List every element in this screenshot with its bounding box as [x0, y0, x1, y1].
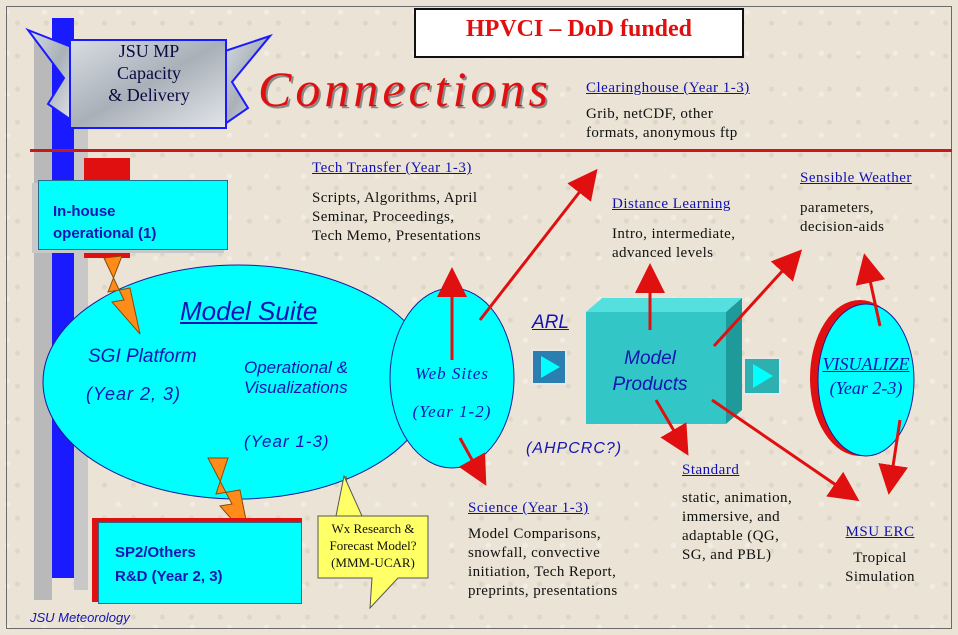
clearinghouse-block: Clearinghouse (Year 1-3) Grib, netCDF, o…: [586, 80, 750, 143]
standard-block: Standard static, animation, immersive, a…: [682, 462, 792, 565]
callout-pointer: [335, 474, 363, 517]
sp2-box: SP2/Others R&D (Year 2, 3): [98, 522, 302, 604]
title-box: [414, 8, 744, 58]
standard-line-3: adaptable (QG,: [682, 528, 780, 544]
sensible-weather-block: Sensible Weather parameters, decision-ai…: [800, 170, 912, 237]
sgi-years: (Year 2, 3): [86, 384, 182, 404]
operational-line-2: Visualizations: [244, 378, 348, 397]
callout-line-1: Wx Research &: [331, 521, 415, 536]
science-heading[interactable]: Science (Year 1-3): [468, 500, 589, 516]
web-sites-label: Web Sites: [414, 364, 489, 383]
sp2-line-2: R&D (Year 2, 3): [115, 568, 223, 585]
connections-heading: Connections: [258, 61, 552, 117]
standard-line-2: immersive, and: [682, 509, 781, 525]
msu-erc-line-1: Tropical: [853, 550, 907, 566]
slide-frame: [6, 6, 952, 629]
tech-transfer-line-1: Scripts, Algorithms, April: [312, 190, 478, 206]
visualize-years: (Year 2-3): [829, 378, 903, 398]
distance-learning-block: Distance Learning Intro, intermediate, a…: [612, 196, 735, 263]
banner-shape: [25, 27, 273, 129]
title-text: HPVCI – DoD funded: [465, 16, 693, 42]
banner-text: JSU MP Capacity & Delivery: [74, 40, 224, 106]
arrow-clearinghouse: [478, 168, 598, 321]
arrow-visualize-up: [855, 253, 886, 327]
callout-line-3: (MMM-UCAR): [331, 555, 415, 570]
lightning-bolt-top: [103, 255, 141, 335]
visualize-arrow-icon: [753, 364, 773, 388]
model-products-front: [586, 312, 726, 424]
clearinghouse-line-1: Grib, netCDF, other: [586, 106, 714, 122]
inhouse-line-1: In-house: [53, 203, 116, 220]
model-products-top: [586, 298, 742, 312]
science-line-4: preprints, presentations: [468, 583, 618, 599]
callout-text: Wx Research & Forecast Model? (MMM-UCAR): [318, 520, 428, 571]
standard-line-4: SG, and PBL): [682, 547, 772, 563]
operational-line-1: Operational &: [244, 358, 348, 377]
tech-transfer-line-3: Tech Memo, Presentations: [312, 228, 481, 244]
msu-erc-line-2: Simulation: [845, 569, 915, 585]
inhouse-line-2: operational (1): [53, 225, 157, 242]
distance-learning-line-1: Intro, intermediate,: [612, 226, 736, 242]
operational-text: Operational & Visualizations: [244, 358, 348, 398]
web-sites-years: (Year 1-2): [412, 402, 492, 421]
arrow-science: [458, 437, 487, 486]
footer-label: JSU Meteorology: [30, 610, 130, 625]
banner-line-1: JSU MP: [118, 41, 180, 61]
callout-bubble: [317, 515, 429, 610]
science-line-3: initiation, Tech Report,: [468, 564, 617, 580]
sensible-weather-line-1: parameters,: [800, 200, 874, 216]
clearinghouse-line-2: formats, anonymous ftp: [586, 125, 738, 141]
science-line-2: snowfall, convective: [468, 545, 601, 561]
sgi-platform: SGI Platform: [88, 346, 197, 367]
model-products-line-1: Model: [624, 348, 676, 369]
visualize-ellipse: [817, 303, 915, 457]
distance-learning-line-2: advanced levels: [612, 245, 714, 261]
standard-heading[interactable]: Standard: [682, 462, 740, 478]
msu-erc-heading[interactable]: MSU ERC: [845, 524, 915, 540]
visualize-label: VISUALIZE: [822, 354, 910, 374]
distance-learning-heading[interactable]: Distance Learning: [612, 196, 731, 212]
ahpcrc-label: (AHPCRC?): [526, 440, 623, 457]
divider-line: [30, 149, 952, 152]
sensible-weather-line-2: decision-aids: [800, 219, 885, 235]
arrow-sensible: [712, 249, 803, 348]
operational-years: (Year 1-3): [244, 432, 330, 451]
arrow-standard: [654, 399, 689, 456]
arl-arrow-icon: [541, 356, 560, 378]
banner-line-3: & Delivery: [108, 85, 190, 105]
science-block: Science (Year 1-3) Model Comparisons, sn…: [468, 500, 618, 601]
arrow-visualize-down: [878, 419, 908, 495]
tech-transfer-line-2: Seminar, Proceedings,: [312, 209, 455, 225]
science-line-1: Model Comparisons,: [468, 526, 602, 542]
sensible-weather-heading[interactable]: Sensible Weather: [800, 170, 912, 186]
tech-transfer-heading[interactable]: Tech Transfer (Year 1-3): [312, 160, 472, 176]
red-block-1: [84, 158, 130, 180]
banner-line-2: Capacity: [117, 63, 181, 83]
tech-transfer-block: Tech Transfer (Year 1-3) Scripts, Algori…: [312, 160, 481, 246]
clearinghouse-heading[interactable]: Clearinghouse (Year 1-3): [586, 80, 750, 96]
model-suite-title: Model Suite: [180, 296, 318, 326]
sp2-line-1: SP2/Others: [115, 544, 196, 561]
arrow-msu: [711, 398, 860, 502]
msu-erc-block: MSU ERC Tropical Simulation: [820, 524, 940, 587]
standard-line-1: static, animation,: [682, 490, 793, 506]
model-products-line-2: Products: [612, 374, 688, 395]
arl-label: ARL: [532, 312, 569, 333]
inhouse-box: In-house operational (1): [38, 180, 228, 250]
model-products-label: Model Products: [600, 346, 700, 398]
callout-line-2: Forecast Model?: [329, 538, 417, 553]
